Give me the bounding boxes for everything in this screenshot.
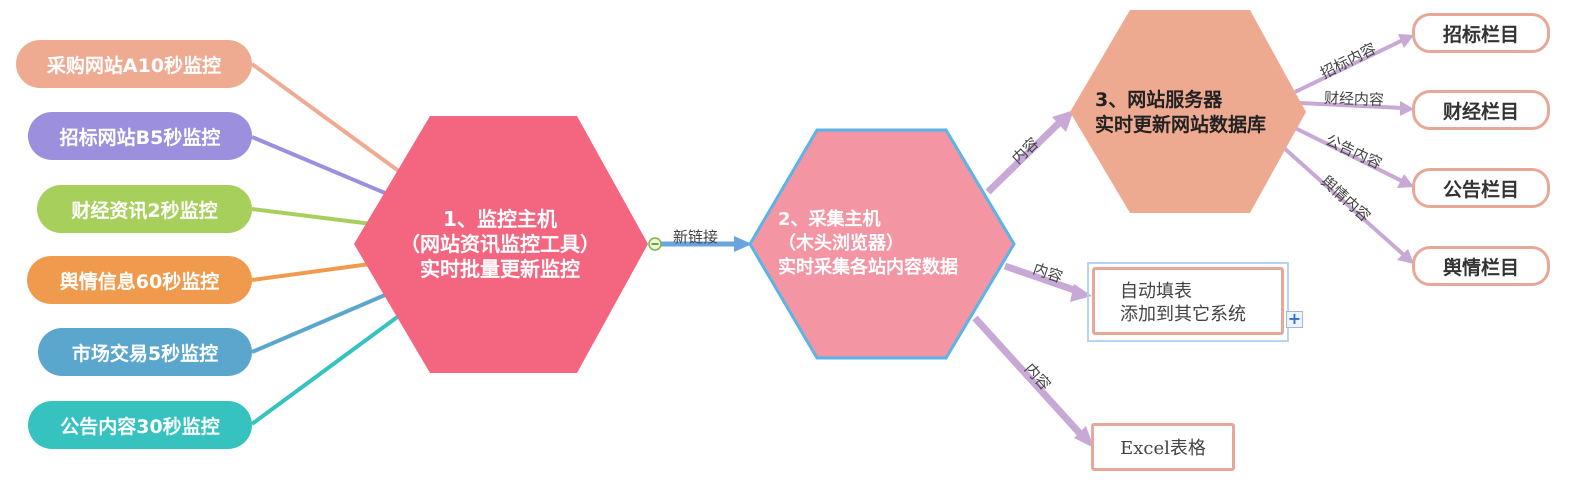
connector-monitor-5 — [251, 293, 386, 354]
monitor-pill-6[interactable]: 公告内容30秒监控 — [28, 401, 252, 449]
form-box[interactable]: 自动填表 添加到其它系统 — [1092, 267, 1284, 335]
hub1-text: 1、监控主机 （网站资讯监控工具） 实时批量更新监控 — [380, 207, 620, 282]
arrow-head-excel — [1074, 426, 1094, 448]
hub2-subtitle: （木头浏览器） — [778, 233, 904, 254]
hub1-hexagon[interactable] — [354, 116, 648, 373]
hub3-text: 3、网站服务器 实时更新网站数据库 — [1095, 88, 1266, 138]
connector-monitor-4 — [251, 262, 371, 282]
link-label: 新链接 — [673, 228, 719, 246]
arrow-server-to-col-3 — [1292, 125, 1403, 183]
arrow-head-col-1 — [1398, 34, 1414, 48]
form-box-line1: 自动填表 — [1120, 281, 1192, 302]
monitor-pill-1[interactable]: 采购网站A10秒监控 — [16, 40, 252, 88]
connector-monitor-2 — [251, 135, 386, 195]
hub2-desc: 实时采集各站内容数据 — [778, 257, 958, 278]
arrow-head-col-4 — [1397, 249, 1414, 264]
arrow-hub2-to-form — [1003, 262, 1082, 296]
hub3-hexagon[interactable] — [1070, 10, 1306, 213]
column-box-3[interactable]: 公告栏目 — [1412, 168, 1550, 208]
arrow-server-to-col-1 — [1294, 38, 1404, 94]
connector-monitor-1 — [250, 62, 402, 174]
arrow-head-col-2 — [1400, 101, 1414, 116]
arrow-server-to-col-4 — [1282, 146, 1407, 258]
form-box-line2: 添加到其它系统 — [1120, 304, 1246, 325]
hub2-hexagon[interactable] — [748, 128, 1016, 360]
connector-monitor-6 — [250, 313, 402, 426]
hub2-title: 2、采集主机 — [778, 209, 881, 230]
column-box-1[interactable]: 招标栏目 — [1412, 13, 1550, 53]
monitor-pill-4[interactable]: 舆情信息60秒监控 — [27, 256, 252, 304]
arrow-hub2-to-excel — [972, 315, 1087, 441]
arrow-server-to-col-2 — [1299, 101, 1403, 110]
hub1-subtitle: （网站资讯监控工具） — [400, 232, 600, 256]
hub1-title: 1、监控主机 — [443, 207, 557, 231]
monitor-pill-3[interactable]: 财经资讯2秒监控 — [37, 185, 252, 233]
arrow-head-form — [1070, 284, 1092, 302]
monitor-pill-5[interactable]: 市场交易5秒监控 — [38, 328, 252, 376]
arrow-hub2-to-server — [985, 119, 1063, 195]
arrow-head-col-3 — [1397, 174, 1414, 188]
connector-monitor-3 — [251, 207, 373, 226]
column-box-2[interactable]: 财经栏目 — [1412, 90, 1550, 130]
hub3-desc: 实时更新网站数据库 — [1095, 114, 1267, 136]
edge-label-col-2: 财经内容 — [1323, 88, 1385, 110]
hub1-desc: 实时批量更新监控 — [420, 257, 580, 281]
arrow-head-server — [1052, 110, 1074, 132]
column-box-4[interactable]: 舆情栏目 — [1412, 246, 1550, 286]
form-box-selection — [1087, 262, 1289, 342]
hub2-text: 2、采集主机 （木头浏览器） 实时采集各站内容数据 — [778, 208, 958, 280]
plus-square-icon[interactable]: + — [1286, 309, 1303, 328]
excel-box[interactable]: Excel表格 — [1091, 423, 1235, 471]
monitor-pill-2[interactable]: 招标网站B5秒监控 — [28, 112, 252, 160]
hub3-title: 3、网站服务器 — [1095, 89, 1223, 111]
arrow-head-hub2 — [734, 236, 752, 252]
